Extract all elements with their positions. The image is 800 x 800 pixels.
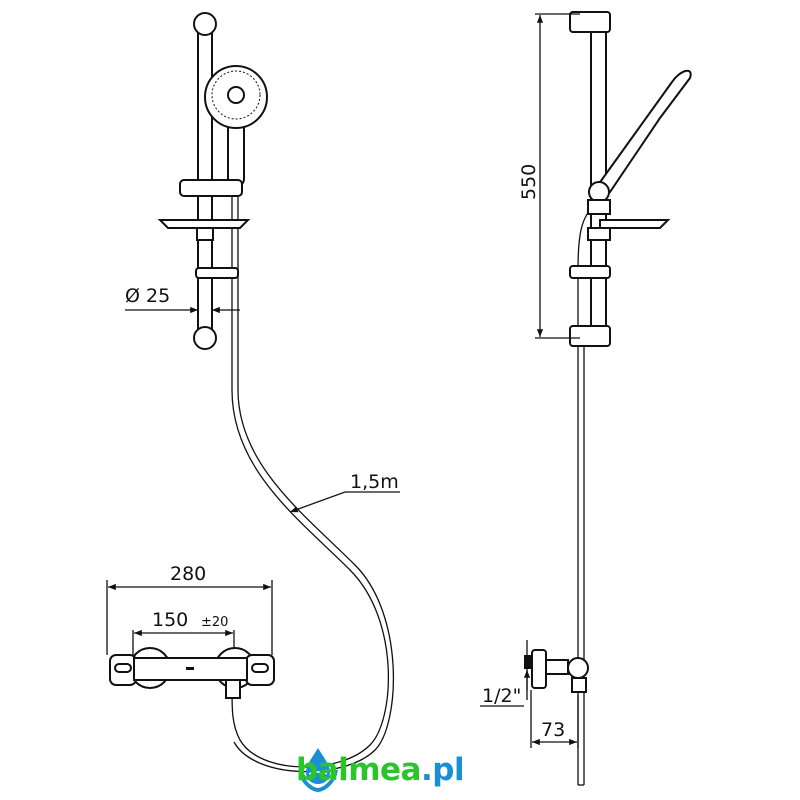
logo-water-icon [298,748,338,792]
logo-text: balmea [296,752,421,788]
width-total-label: 280 [170,563,206,585]
thread-label: 1/2" [482,685,521,707]
rail-top-cap [193,12,217,36]
balmea-logo: balmea.pl [296,752,465,788]
top-bracket [569,11,611,33]
height-label: 550 [518,164,540,200]
hose [231,190,390,768]
rail-clip [195,267,239,279]
thermostatic-valve [109,647,275,699]
logo-tld: .pl [420,752,465,788]
tolerance-label: ±20 [201,615,228,630]
front-view: Ø 25 1,5m 280 150 ±20 [106,12,400,773]
rail-bottom-cap [193,326,217,350]
soap-dish [157,219,251,229]
soap-dish-side [599,219,671,229]
slider [179,179,243,197]
depth-label: 73 [541,719,565,741]
hose-length-label: 1,5m [350,471,399,493]
spacing-label: 150 [152,609,188,631]
bottom-bracket [569,325,611,347]
handshower-side [596,69,692,194]
side-view: 550 1/2" 73 [480,11,692,786]
diameter-label: Ø 25 [125,285,170,307]
